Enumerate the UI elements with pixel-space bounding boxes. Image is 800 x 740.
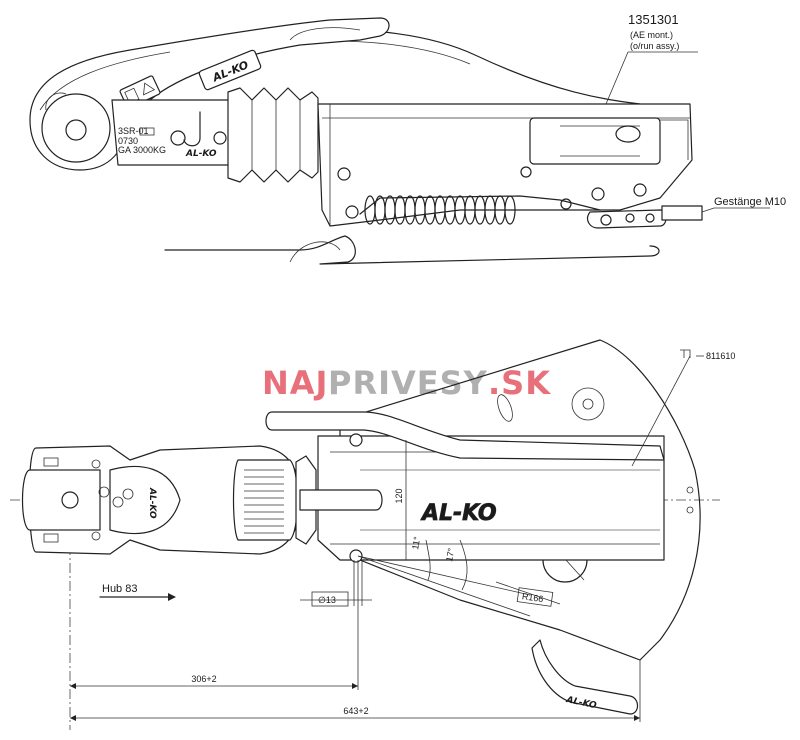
watermark: NAJ PRIVESY .SK — [262, 364, 551, 402]
dim-radius: R166 — [521, 591, 544, 604]
watermark-part-2: PRIVESY — [328, 364, 488, 402]
brake-sector — [339, 339, 701, 661]
part-number: 1351301 — [628, 12, 679, 27]
part-note-2: (o/run assy.) — [630, 41, 679, 51]
damper-cylinder — [529, 117, 661, 165]
dim-643: 643+2 — [343, 706, 368, 716]
type-plate: 3SR-01 0730 GA 3000KG AL-KO — [111, 99, 231, 166]
hand-brake-lever — [265, 411, 665, 461]
adjuster-screw — [170, 130, 186, 146]
dimensions: 120 11° 17° R166 ∅13 Hub 83 — [70, 440, 641, 722]
linkage — [586, 205, 703, 229]
coupling-head-plan: AL-KO — [21, 445, 383, 555]
dim-120: 120 — [394, 488, 404, 503]
coil-spring — [364, 195, 516, 225]
watermark-part-3: .SK — [488, 364, 551, 402]
dim-diameter: ∅13 — [318, 595, 336, 605]
bolt — [337, 167, 351, 181]
bellows — [227, 87, 319, 183]
bottom-view: AL-KO AL-KO AL-KO — [10, 339, 735, 730]
drawbar-housing — [317, 435, 665, 561]
ball-socket — [65, 119, 87, 141]
plate-logo: AL-KO — [185, 149, 217, 159]
plate-code: 3SR-01 — [118, 126, 149, 136]
part-note-1: (AE mont.) — [630, 30, 673, 40]
watermark-part-1: NAJ — [262, 364, 328, 402]
top-view: AL-KO 3SR-01 0730 GA 3000KG AL-KO — [29, 12, 786, 265]
lower-handle — [531, 639, 639, 715]
plate-code-2: 0730 — [118, 136, 138, 146]
part-ref: 811610 — [706, 351, 735, 361]
housing — [317, 103, 693, 227]
head-logo: AL-KO — [147, 487, 157, 519]
angle-2: 17° — [444, 547, 456, 563]
stroke-label: Hub 83 — [102, 583, 137, 595]
dim-306: 306+2 — [191, 674, 216, 684]
angle-1: 11° — [410, 535, 422, 550]
body-logo: AL-KO — [420, 501, 497, 526]
rod-stub — [661, 205, 703, 221]
breakaway-cable — [164, 235, 660, 265]
rod-label: Gestänge M10 — [714, 196, 786, 208]
plate-capacity: GA 3000KG — [118, 145, 166, 155]
